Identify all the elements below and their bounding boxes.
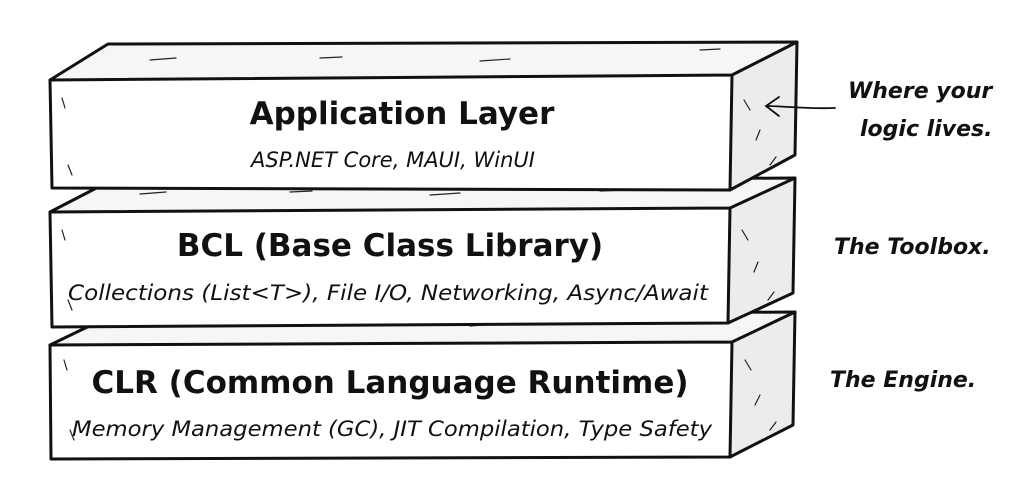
note-bcl: The Toolbox. [834, 235, 991, 260]
layer-bcl [48, 176, 797, 329]
note-clr: The Engine. [830, 368, 976, 393]
layer-clr-side-face [730, 312, 795, 457]
layer-bcl-subtitle: Collections (List<T>), File I/O, Network… [68, 281, 709, 305]
arrow-icon [764, 96, 836, 117]
layer-application-subtitle: ASP.NET Core, MAUI, WinUI [249, 148, 535, 172]
note-application-line-1: Where your [848, 79, 993, 104]
layer-application-side-face [730, 42, 797, 190]
layer-application-front-face [50, 75, 732, 190]
layer-bcl-title: BCL (Base Class Library) [177, 228, 603, 264]
layer-application-title: Application Layer [250, 96, 555, 132]
layer-clr-title: CLR (Common Language Runtime) [91, 365, 688, 401]
note-application-line-2: logic lives. [860, 117, 992, 142]
layer-application [48, 40, 799, 192]
layer-clr-front-face [50, 342, 732, 459]
layer-bcl-front-face [50, 208, 730, 327]
layer-application-top-face [50, 42, 797, 80]
layer-clr-subtitle: Memory Management (GC), JIT Compilation,… [72, 417, 713, 441]
layer-bcl-side-face [728, 178, 795, 323]
